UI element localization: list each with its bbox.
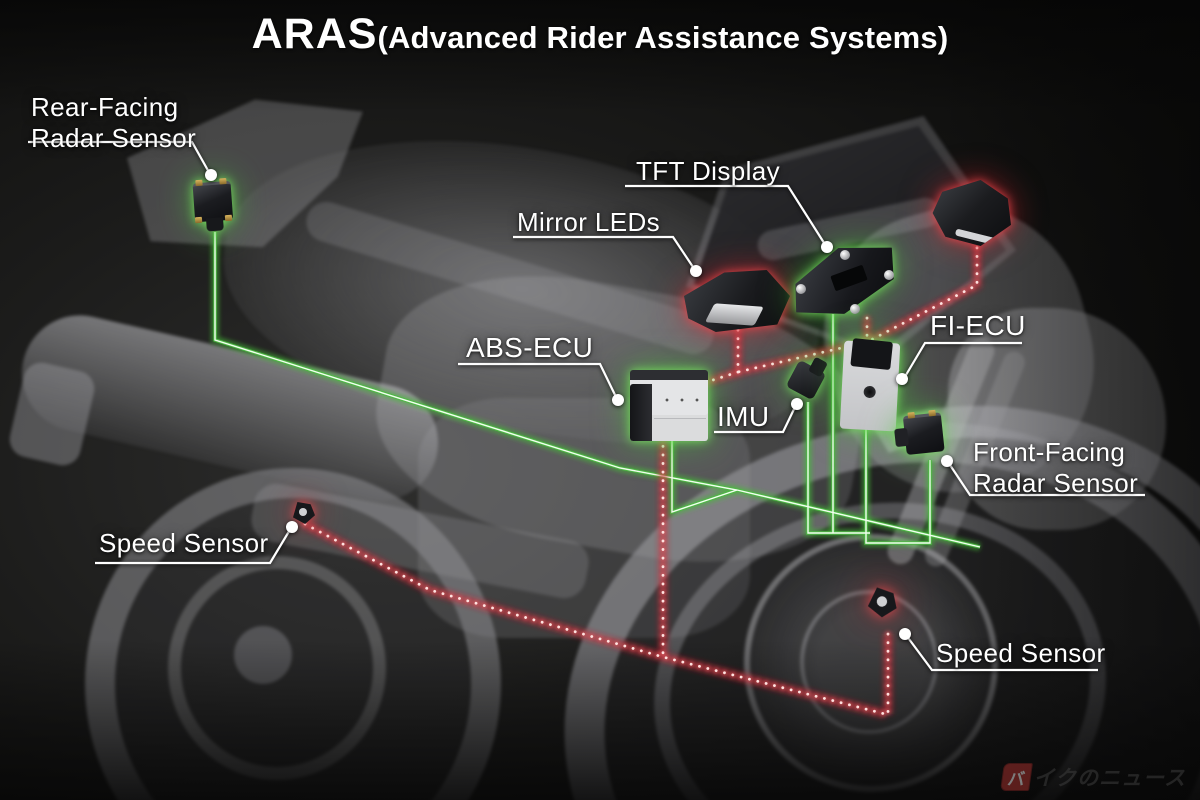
label-speed-sensor-rear: Speed Sensor bbox=[99, 528, 269, 558]
label-front-radar: Front-Facing Radar Sensor bbox=[973, 437, 1138, 499]
label-line: Rear-Facing bbox=[31, 92, 179, 122]
label-abs-ecu: ABS-ECU bbox=[466, 332, 594, 363]
label-imu: IMU bbox=[717, 401, 770, 432]
label-speed-sensor-front: Speed Sensor bbox=[936, 638, 1106, 668]
label-line: Front-Facing bbox=[973, 437, 1126, 467]
label-line: Radar Sensor bbox=[31, 123, 197, 153]
title-expansion: (Advanced Rider Assistance Systems) bbox=[377, 20, 949, 55]
title-acronym: ARAS bbox=[251, 10, 378, 58]
label-mirror-leds: Mirror LEDs bbox=[517, 207, 661, 237]
label-fi-ecu: FI-ECU bbox=[930, 310, 1026, 341]
page-title: ARAS (Advanced Rider Assistance Systems) bbox=[252, 10, 949, 59]
watermark: バ イクのニュース bbox=[1000, 762, 1186, 792]
watermark-logo: バ bbox=[1000, 763, 1034, 791]
label-rear-radar: Rear-Facing Radar Sensor bbox=[31, 92, 196, 154]
watermark-text: イクのニュース bbox=[1033, 767, 1186, 790]
label-line: Radar Sensor bbox=[973, 468, 1139, 498]
label-tft-display: TFT Display bbox=[636, 156, 781, 186]
